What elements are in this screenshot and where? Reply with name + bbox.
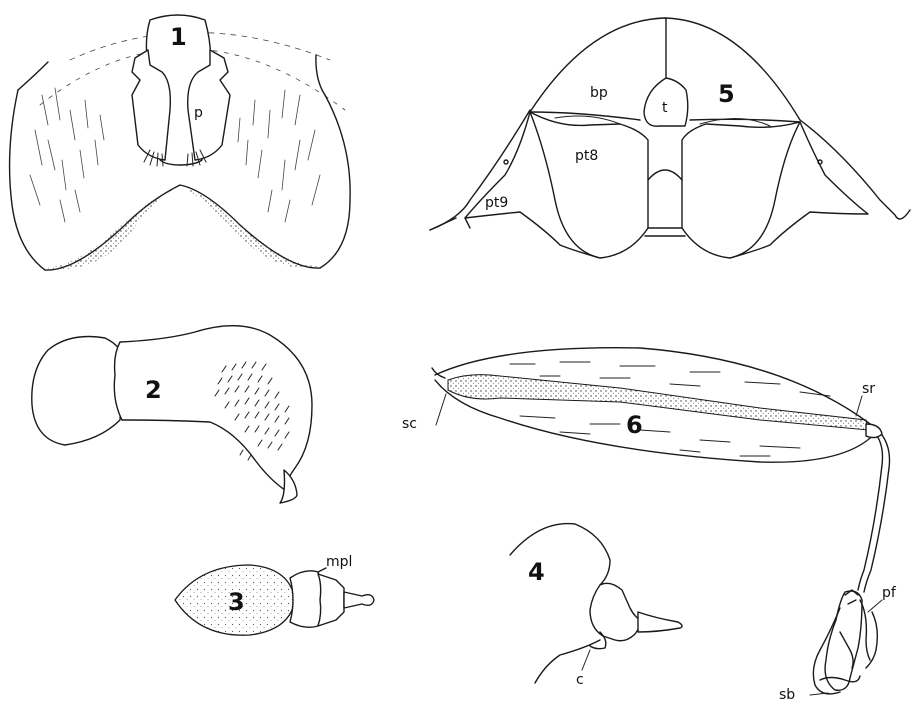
figure-2-number: 2 bbox=[145, 376, 162, 404]
figure-6-label-pf: pf bbox=[882, 585, 897, 601]
figure-3-number: 3 bbox=[228, 588, 245, 616]
figure-4-label-c: c bbox=[576, 672, 584, 688]
figure-2: 2 bbox=[32, 326, 312, 503]
figure-1-number: 1 bbox=[170, 23, 187, 51]
figure-1: 1 p bbox=[10, 15, 351, 270]
figure-3-label-mpl: mpl bbox=[326, 554, 352, 570]
figure-5-label-pt8: pt8 bbox=[575, 148, 598, 164]
figure-5-number: 5 bbox=[718, 80, 735, 108]
figure-6: 6 sc sr pf sb bbox=[402, 348, 897, 703]
figure-3: 3 mpl bbox=[175, 554, 374, 635]
figure-5-label-bp: bp bbox=[590, 85, 608, 101]
figure-6-label-sc: sc bbox=[402, 416, 417, 432]
figure-6-number: 6 bbox=[626, 411, 643, 439]
figure-1-label-p: p bbox=[194, 105, 203, 121]
figure-4: 4 c bbox=[510, 524, 682, 688]
figure-4-number: 4 bbox=[528, 558, 545, 586]
figure-6-label-sr: sr bbox=[862, 381, 875, 397]
figure-5: 5 bp t pt8 pt9 bbox=[430, 18, 910, 258]
figure-6-label-sb: sb bbox=[779, 687, 795, 703]
figure-5-label-t: t bbox=[662, 100, 668, 116]
figure-5-label-pt9: pt9 bbox=[485, 195, 508, 211]
